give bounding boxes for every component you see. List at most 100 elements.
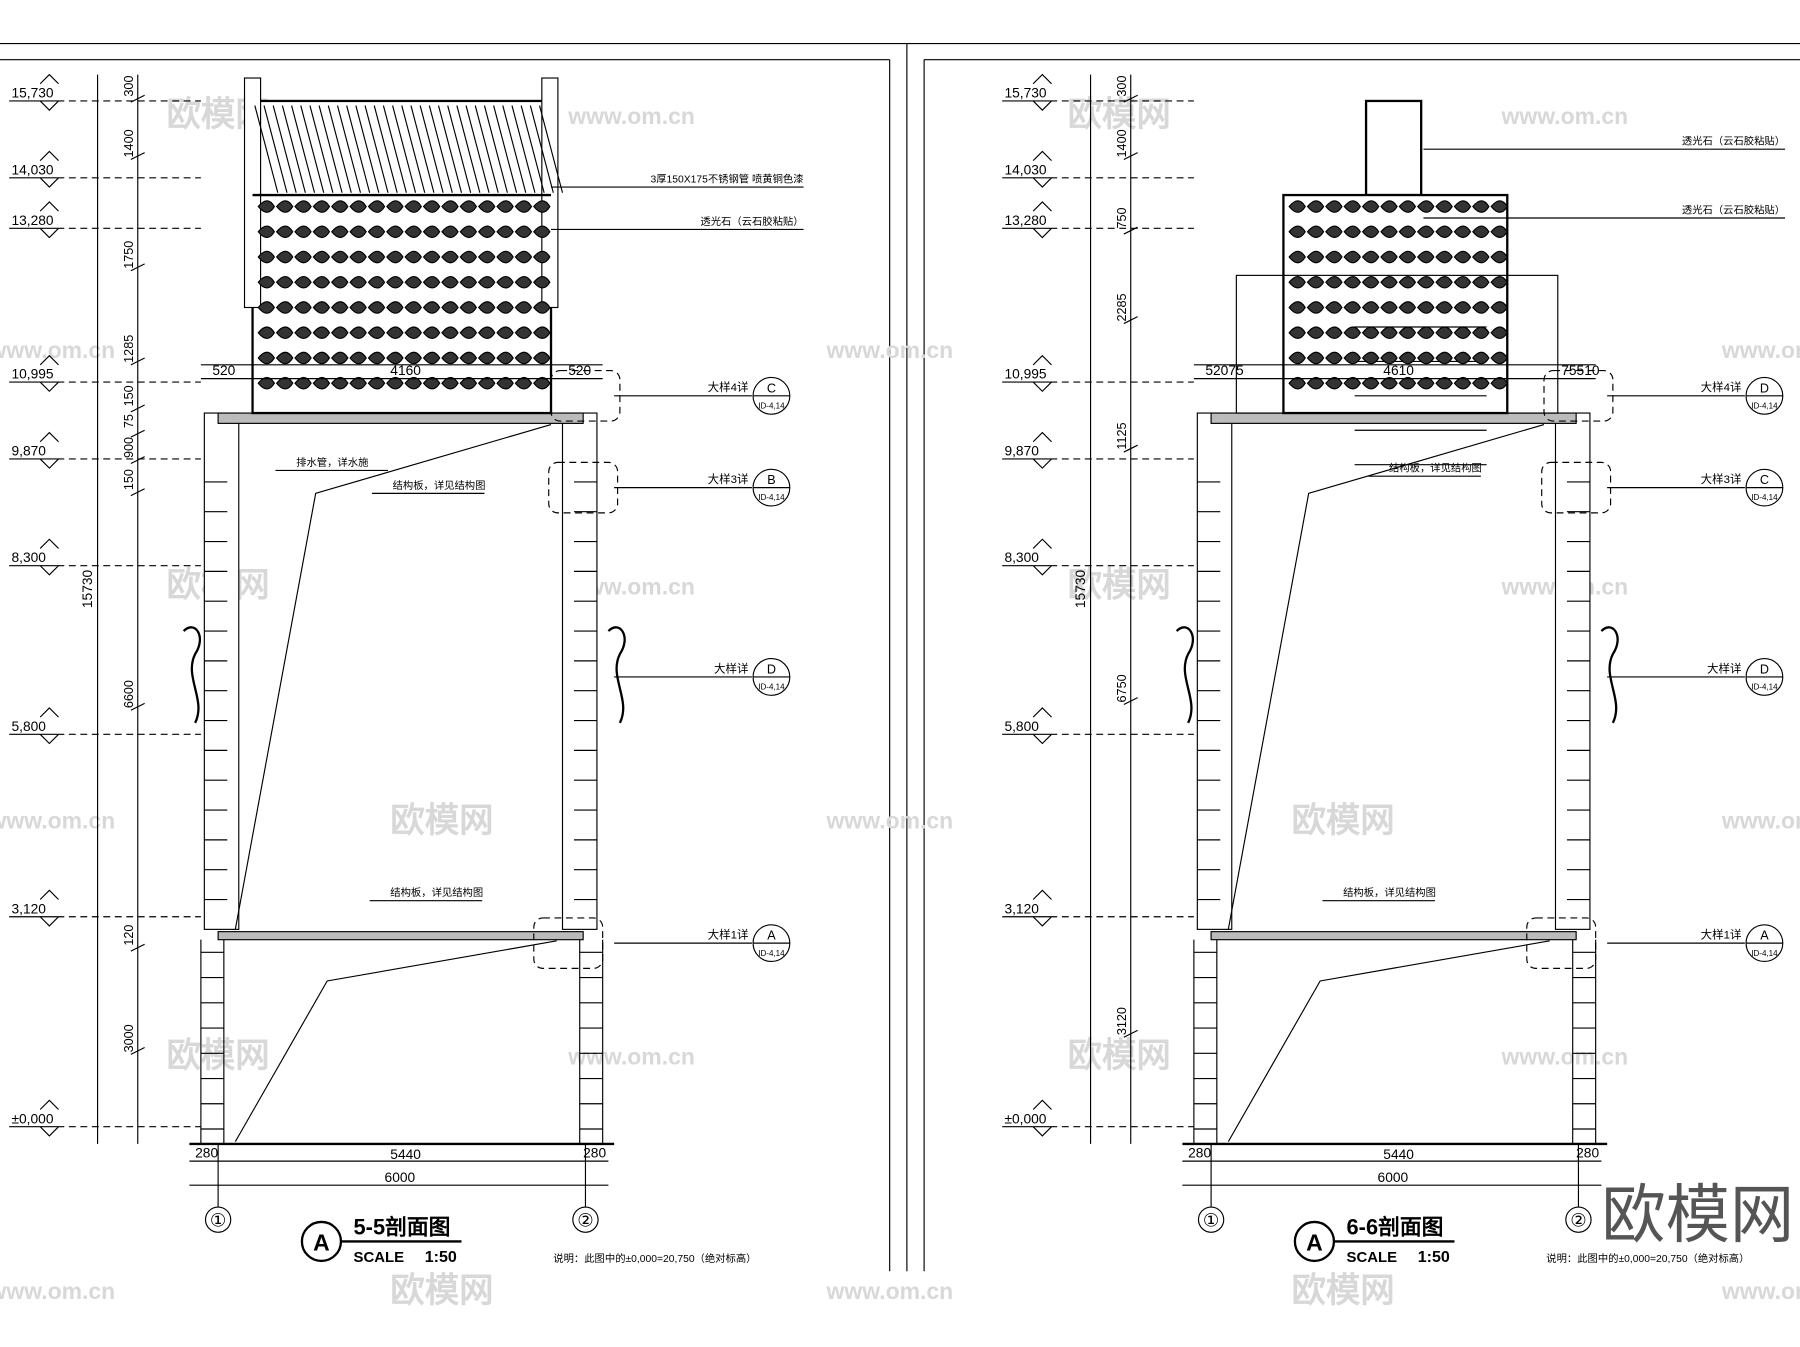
stone-pattern [1398,326,1417,340]
detail-letter: B [767,473,775,487]
section-marker-letter: A [1306,1230,1323,1256]
elevation-marker-icon [39,1099,59,1110]
chevron-hatch [373,105,398,193]
seahorse-ornament-icon [1175,626,1194,724]
chevron-hatch [355,105,380,193]
elevation-marker-icon [1032,1099,1052,1110]
elevation-label: 9,870 [11,444,46,459]
stair-line [234,423,552,930]
stone-pattern [1380,225,1398,239]
watermark-text: 欧模网 [1068,96,1171,134]
elevation-marker-icon [39,458,59,469]
chevron-hatch [474,105,499,193]
callout-label: 大样4详 [708,380,749,394]
brand-logo-watermark: 欧模网 [1601,1179,1794,1251]
detail-letter: D [767,663,776,677]
left-wall [203,412,240,930]
stone-pattern [496,200,514,213]
stone-pattern [294,275,312,289]
elevation-marker-icon [1032,1126,1052,1137]
detail-sheet-ref: ID-4,14 [1751,949,1778,958]
height-dim: 1285 [122,335,136,363]
elevation-label: ±0,000 [11,1111,53,1126]
light-stone-screen [243,77,564,415]
stone-pattern [533,200,551,213]
grid-bubble [1565,1206,1592,1233]
stone-pattern [1380,301,1398,314]
dim-tick [1123,316,1138,325]
watermark-text: 欧模网 [390,1272,493,1310]
chevron-hatch [529,105,554,193]
height-dim: 75 [122,414,136,428]
height-dim: 6750 [1115,674,1129,702]
stone-pattern [441,200,459,213]
bottom-dim: 5440 [390,1147,421,1162]
elevation-label: 5,800 [11,719,46,734]
roof-slab [1210,412,1577,424]
stone-pattern [367,351,386,365]
elevation-marker-icon [1032,458,1052,469]
stone-pattern [1453,250,1472,264]
stone-pattern [1325,301,1343,314]
stone-pattern [331,275,349,289]
screen-post [541,77,559,309]
stone-pattern [459,301,478,314]
watermark-text: 欧模网 [1291,1272,1394,1310]
elevation-label: 8,300 [11,550,46,565]
bottom-dim: 280 [1576,1146,1599,1161]
elevation-label: 9,870 [1004,444,1039,459]
stone-pattern [1288,225,1306,239]
stone-pattern [459,326,478,340]
grid-bubble [204,1206,232,1233]
stone-pattern [275,225,294,239]
stone-pattern [275,326,294,340]
stone-pattern [1490,326,1508,340]
stone-pattern [386,200,404,213]
stone-pattern [367,200,386,213]
chevron-hatch [309,105,334,193]
stone-pattern [1380,200,1398,213]
stone-pattern [422,275,441,289]
elevation-label: 14,030 [1004,162,1046,177]
dim-tick [130,1047,145,1055]
seahorse-ornament-icon [182,626,201,724]
stone-pattern [1435,351,1453,365]
stone-pattern [441,275,459,289]
stone-pattern [349,250,367,264]
stone-pattern [1416,200,1435,213]
leader-note: 3厚150X175不锈钢管 喷黄铜色漆 [651,172,804,185]
stone-pattern [1325,275,1343,289]
detail-sheet-ref: ID-4,14 [758,401,785,410]
stone-pattern [349,225,367,239]
stone-pattern [1490,200,1508,213]
stone-pattern [1343,250,1362,264]
stone-pattern [1380,326,1398,340]
stone-pattern [514,225,533,239]
bottom-dim: 280 [195,1146,218,1161]
top-dim: 520 [568,363,591,378]
watermark-url: www.om.cn [0,337,115,363]
stone-pattern [459,200,478,213]
height-dim: 150 [122,469,136,490]
dim-tick [1123,697,1138,705]
stone-pattern [349,200,367,213]
detail-callout-box [533,917,604,969]
stone-pattern [1380,275,1398,289]
stone-pattern [459,225,478,239]
stone-pattern [386,275,404,289]
stone-pattern [477,225,496,239]
watermark-url: www.om.cn [1721,337,1800,363]
stone-pattern [1306,250,1325,264]
dim-tick [130,94,145,103]
stone-pattern [1343,225,1362,239]
watermark-url: www.om.cn [826,807,954,833]
height-dim: 1400 [122,129,136,157]
chevron-hatch [419,105,444,193]
grid-axis-label: ① [1203,1210,1219,1231]
section-6-6: 15,73014,03013,28010,9959,8708,3005,8003… [1002,73,1785,1266]
stone-pattern [1380,250,1398,264]
stone-pattern [1343,301,1362,314]
leader-note: 透光石（云石胶粘贴） [1682,203,1785,216]
detail-letter: D [1760,381,1769,395]
